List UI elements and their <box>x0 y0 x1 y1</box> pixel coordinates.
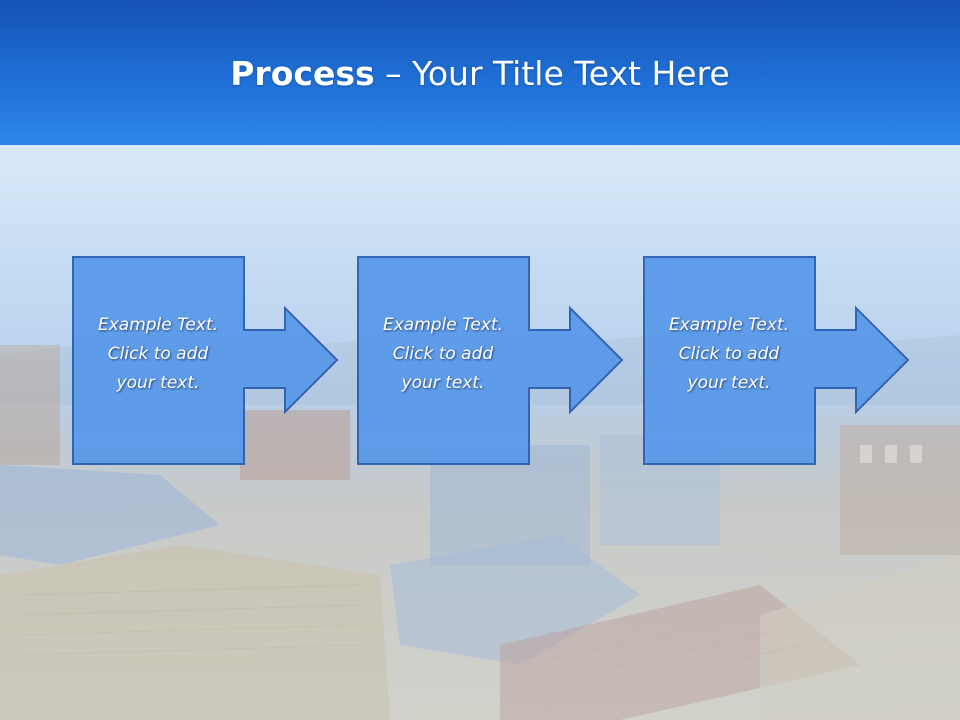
step-text[interactable]: Example Text. Click to add your text. <box>97 315 219 393</box>
step-text[interactable]: Example Text. Click to add your text. <box>382 315 504 393</box>
process-step-3[interactable]: Example Text. Click to add your text. <box>643 256 910 466</box>
step-arrow-shape <box>72 256 339 465</box>
title-rest: – Your Title Text Here <box>374 54 730 93</box>
process-step-2[interactable]: Example Text. Click to add your text. <box>357 256 624 466</box>
title-bar <box>0 0 960 145</box>
step-arrow-shape <box>643 256 910 465</box>
step-arrow-shape <box>357 256 624 465</box>
title-bold: Process <box>230 54 375 93</box>
step-text[interactable]: Example Text. Click to add your text. <box>668 315 790 393</box>
process-step-1[interactable]: Example Text. Click to add your text. <box>72 256 339 466</box>
slide-title[interactable]: Process – Your Title Text Here <box>0 52 960 96</box>
